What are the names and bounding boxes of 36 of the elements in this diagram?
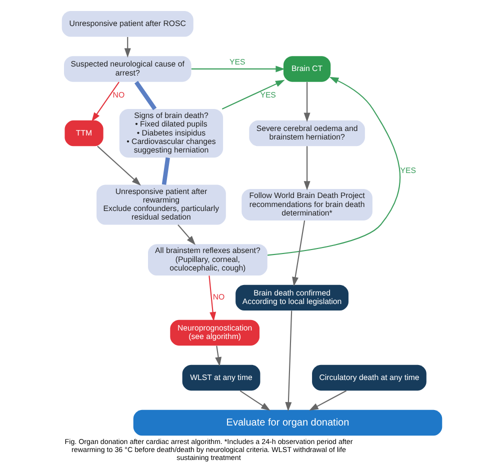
connector [161, 157, 170, 185]
node-box: Severe cerebral oedema and brainstem herniation? [248, 120, 364, 146]
node-box: Circulatory death at any time [312, 364, 426, 391]
arrow [190, 66, 284, 72]
node-box: Brain CT [282, 56, 330, 82]
arrow [239, 390, 270, 411]
arrow [96, 146, 140, 186]
connector [134, 80, 156, 110]
arrow [91, 82, 119, 122]
node-box: Follow World Brain Death Project recommendations for brain death determination* [241, 189, 372, 220]
arrow [208, 276, 216, 322]
arrow [221, 80, 284, 110]
node-box: Unresponsive patient after rewarming Exclude confounders, particularly residual sedation [96, 184, 226, 225]
arrow [292, 220, 305, 286]
node-box: Neuroprognostication (see algorithm) [170, 320, 259, 346]
node-box: Signs of brain death? • Fixed dilated pupils • Diabetes insipidus • Cardiovascular changes suggesting herniation [118, 108, 223, 158]
arrow [177, 224, 195, 246]
arrow [303, 146, 310, 190]
arrow [308, 390, 346, 411]
edge-label: YES [400, 166, 416, 176]
node-box: Suspected neurological cause of arrest? [64, 56, 191, 82]
edge-label: NO [212, 292, 224, 302]
edge-label: YES [228, 58, 245, 67]
arrow [303, 82, 310, 122]
node-box: Unresponsive patient after ROSC [61, 11, 193, 37]
node-box: Brain death confirmed According to local legislation [235, 284, 348, 311]
edge-label: YES [260, 90, 276, 100]
arrow [124, 37, 130, 58]
node-box: WLST at any time [182, 364, 260, 391]
arrow [214, 346, 222, 366]
arrow [284, 310, 292, 412]
edge-label: NO [112, 90, 124, 100]
node-box: TTM [64, 120, 103, 146]
node-box: All brainstem reflexes absent? (Pupillary, corneal, oculocephalic, cough) [148, 244, 267, 276]
arrow [266, 76, 400, 256]
node-box: Evaluate for organ donation [132, 410, 442, 436]
